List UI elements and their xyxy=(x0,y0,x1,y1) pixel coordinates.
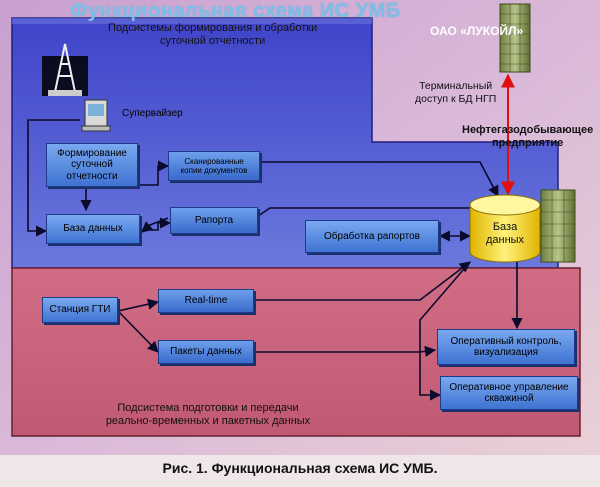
monitoring-line-2: визуализация xyxy=(473,347,539,358)
top-subsystem-label: Подсистемы формирования и обработки суто… xyxy=(108,22,317,48)
database-left-box: База данных xyxy=(46,214,140,244)
scanned-docs-line-2: копии документов xyxy=(180,166,248,175)
daily-report-line-3: отчетности xyxy=(66,170,118,182)
daily-report-line-2: суточной xyxy=(71,159,113,171)
terminal-access-line-2: доступ к БД НГП xyxy=(415,93,497,105)
bottom-subsystem-line-1: Подсистема подготовки и передачи xyxy=(117,402,299,414)
scanned-docs-box: Сканированные копии документов xyxy=(168,151,260,181)
well-control-box: Оперативное управление скважиной xyxy=(440,376,578,410)
figure-caption: Рис. 1. Функциональная схема ИС УМБ. xyxy=(162,460,438,476)
database-main-label: База данных xyxy=(480,221,530,247)
lukoil-label: ОАО «ЛУКОЙЛ» xyxy=(430,24,524,38)
oil-company-line-2: предприятие xyxy=(491,137,564,149)
top-subsystem-line-1: Подсистемы формирования и обработки xyxy=(108,22,318,34)
monitoring-line-1: Оперативный контроль, xyxy=(450,335,562,347)
daily-report-box: Формирование суточной отчетности xyxy=(46,143,138,187)
top-subsystem-line-2: суточной отчетности xyxy=(160,35,266,47)
terminal-access-label: Терминальный доступ к БД НГП xyxy=(415,80,496,106)
diagram-stage: 1101001010110 0110100110101 101101010010… xyxy=(0,0,600,455)
scanned-docs-line-1: Сканированные xyxy=(184,156,244,166)
terminal-access-line-1: Терминальный xyxy=(419,80,493,92)
diagram-title: Функциональная схема ИС УМБ xyxy=(70,0,401,22)
realtime-box: Real-time xyxy=(158,289,254,313)
bottom-subsystem-label: Подсистема подготовки и передачи реально… xyxy=(58,402,358,428)
data-packets-box: Пакеты данных xyxy=(158,340,254,364)
supervisor-label: Супервайзер xyxy=(122,108,183,119)
database-main-line-1: База xyxy=(492,221,518,233)
monitoring-box: Оперативный контроль, визуализация xyxy=(437,329,575,365)
well-control-line-1: Оперативное управление xyxy=(449,381,569,393)
report-processing-box: Обработка рапортов xyxy=(305,220,439,253)
well-control-line-2: скважиной xyxy=(484,393,534,404)
reports-box: Рапорта xyxy=(170,207,258,234)
daily-report-line-1: Формирование xyxy=(57,147,127,159)
database-main-line-2: данных xyxy=(485,234,525,246)
bottom-subsystem-line-2: реально-временных и пакетных данных xyxy=(105,415,311,427)
gti-station-box: Станция ГТИ xyxy=(42,297,118,323)
oil-company-line-1: Нефтегазодобывающее xyxy=(462,124,594,136)
oil-company-label: Нефтегазодобывающее предприятие xyxy=(462,124,593,150)
